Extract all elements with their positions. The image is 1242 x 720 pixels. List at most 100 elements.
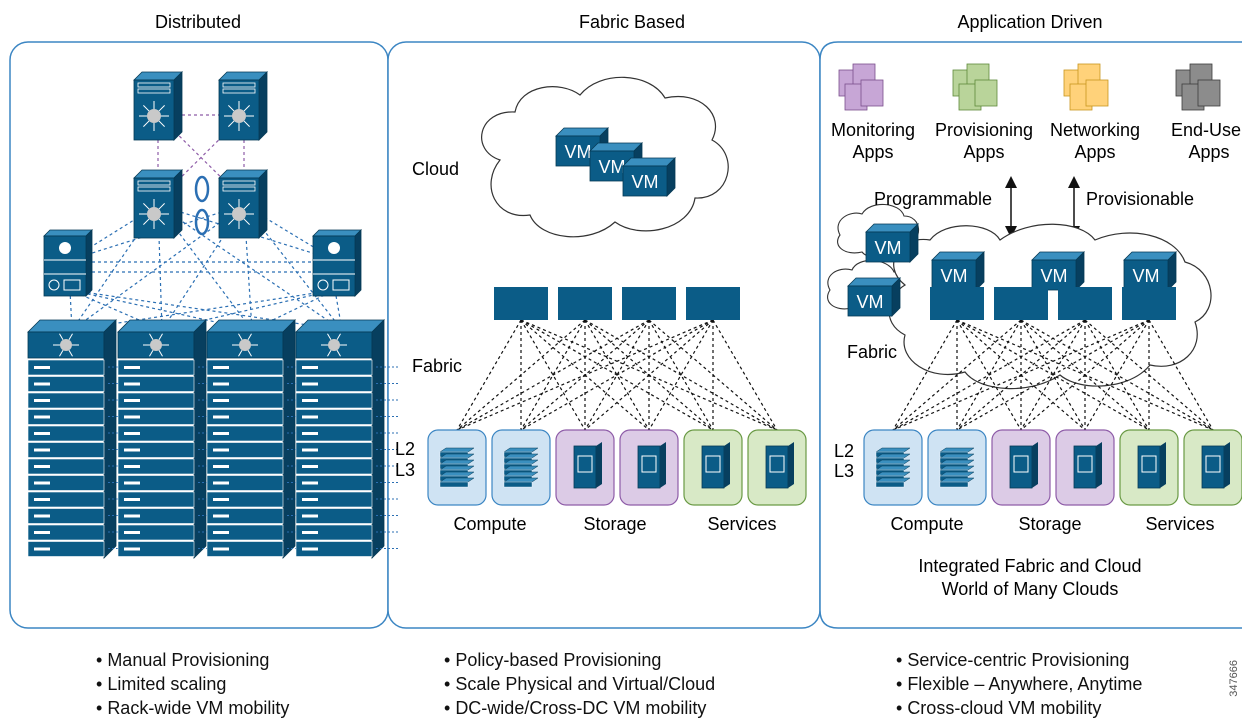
ad-leaf-node-storage-device-side — [1032, 442, 1038, 488]
server-rack-server-led — [302, 514, 318, 518]
server-rack-server-led — [34, 481, 50, 485]
server-rack-server — [295, 392, 373, 409]
ad-leaf-node-services-device — [1137, 445, 1161, 489]
server-rack-top — [117, 319, 207, 333]
server-rack-side — [282, 319, 296, 559]
server-rack-server-led — [213, 366, 229, 369]
core-switch-side — [173, 71, 183, 141]
server-rack-server-led — [34, 465, 50, 468]
server-rack-server-led — [124, 465, 140, 468]
server-rack-server-led — [302, 465, 318, 468]
ad-fabric-link — [892, 319, 1022, 431]
leaf-node-services-device-side — [788, 442, 794, 488]
ad-leaf-node-services-device-side — [1224, 442, 1230, 488]
server-rack-server — [27, 458, 105, 475]
service-appliance-side — [85, 229, 93, 297]
service-appliance-side — [354, 229, 362, 297]
ad-fabric-link — [956, 319, 1150, 431]
service-appliance-sun — [59, 242, 71, 254]
server-rack-hub — [60, 339, 72, 351]
server-rack-server-led — [302, 498, 318, 501]
service-appliance-sun — [328, 242, 340, 254]
server-rack-server-led — [34, 531, 50, 534]
leaf-node-storage-device — [637, 445, 661, 489]
server-rack-server — [295, 409, 373, 425]
server-rack-server — [117, 541, 195, 557]
server-rack-server — [117, 392, 195, 409]
server-rack-server-led — [124, 399, 140, 402]
ad-layer-l3: L3 — [834, 461, 854, 481]
aggregation-switch-spoke — [143, 203, 150, 210]
server-rack-server — [295, 359, 373, 376]
small-cloud-vm-top — [847, 277, 901, 287]
server-rack-spoke — [149, 349, 154, 357]
server-rack-server-led — [302, 531, 318, 534]
appliance-rack-link — [334, 289, 343, 331]
service-appliance-top — [43, 229, 93, 237]
ad-leaf-node-compute-blade — [875, 471, 911, 477]
leaf-node-compute-blade — [503, 471, 539, 477]
server-rack-server-led — [34, 448, 50, 452]
layer-l2: L2 — [395, 439, 415, 459]
server-rack-side — [371, 319, 385, 559]
server-rack-server — [117, 442, 195, 458]
server-rack-server — [27, 541, 105, 557]
server-rack-server — [117, 524, 195, 541]
ad-spine-switch — [1058, 287, 1112, 320]
server-rack-server-led — [124, 547, 140, 551]
leaf-node-storage-device-face — [641, 455, 657, 473]
ad-leaf-node-compute-blade — [939, 453, 975, 459]
server-rack-server — [27, 491, 105, 508]
server-rack-side — [193, 319, 207, 559]
server-rack-server-led — [124, 366, 140, 369]
leaf-node-compute-blade — [439, 453, 475, 459]
core-switch-spoke — [158, 120, 165, 127]
server-rack-server — [206, 359, 284, 376]
server-rack-server-led — [213, 531, 229, 534]
bullets-application-driven: Service-centric Provisioning Flexible – … — [896, 648, 1142, 720]
server-rack-server-led — [213, 415, 229, 419]
core-switch-slot — [137, 82, 171, 88]
ad-spine-switch — [1122, 287, 1176, 320]
ad-layer-l2: L2 — [834, 441, 854, 461]
cloud-vm-3-top — [622, 157, 676, 167]
server-rack-server-led — [213, 465, 229, 468]
ad-leaf-node-services-device — [1201, 445, 1225, 489]
app-monitoring-line2: Apps — [852, 142, 893, 162]
bullet-item: DC-wide/Cross-DC VM mobility — [444, 696, 715, 720]
app-enduser-line2: Apps — [1188, 142, 1229, 162]
server-rack-spoke — [158, 333, 163, 341]
cloud-vm-top — [1123, 251, 1177, 261]
ad-leaf-node-compute-blade — [939, 447, 975, 453]
leaf-node-services-device — [701, 445, 725, 489]
agg-link — [157, 204, 343, 331]
spine-switch — [494, 287, 548, 320]
core-switch-slot — [222, 88, 256, 94]
server-rack-server-led — [213, 399, 229, 402]
server-rack-server — [206, 491, 284, 508]
app-provisioning-line1: Provisioning — [935, 120, 1033, 140]
server-rack-spoke — [336, 333, 341, 341]
ad-leaf-node-services-device-face — [1141, 455, 1157, 473]
cloud-vm-1-top — [555, 127, 609, 137]
cloud-vm-1-label: VM — [565, 142, 592, 162]
core-switch-hub — [147, 109, 161, 123]
server-rack-server — [27, 409, 105, 425]
ad-leaf-node-compute-blade — [939, 459, 975, 465]
leaf-node-storage-device-side — [660, 442, 666, 488]
ad-leaf-node-storage-device-side — [1096, 442, 1102, 488]
provisionable-label: Provisionable — [1086, 189, 1194, 209]
service-appliance-top — [312, 229, 362, 237]
server-rack-server-led — [34, 366, 50, 369]
core-switch-spoke — [143, 105, 150, 112]
leaf-node-compute-blade — [503, 465, 539, 471]
app-tile — [974, 79, 998, 107]
core-switch-spoke — [243, 120, 250, 127]
aggregation-switch-side — [173, 169, 183, 239]
server-rack-server — [27, 425, 105, 442]
server-rack-server — [27, 508, 105, 524]
server-rack-server-led — [213, 481, 229, 485]
